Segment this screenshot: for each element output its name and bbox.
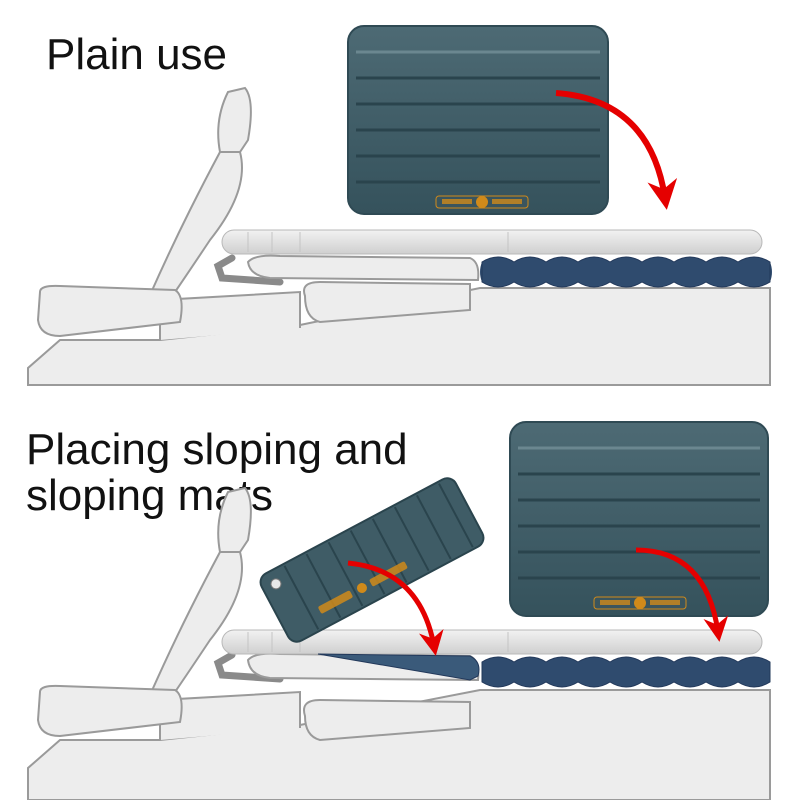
red-curved-arrow-icon: [555, 90, 678, 210]
air-valve-icon: [270, 578, 282, 590]
folded-seat-cushion: [246, 254, 480, 282]
inflatable-mattress: [347, 25, 609, 215]
bottom-air-mat: [481, 656, 771, 688]
car-seat-outline-icon: [36, 86, 252, 338]
rear-seat-lower: [303, 698, 471, 742]
red-curved-arrow-icon: [347, 560, 444, 656]
car-seat-outline-icon: [36, 486, 252, 738]
mattress-logo: [634, 597, 646, 609]
scene-plain-use: [27, 25, 772, 386]
placed-sloping-mat: [317, 653, 480, 681]
seat-lever: [213, 254, 284, 286]
sloping-mat: [259, 477, 485, 643]
rear-seat-lower: [303, 280, 471, 324]
red-curved-arrow-icon: [635, 547, 729, 642]
mattress-logo: [476, 196, 488, 208]
inflatable-mattress: [509, 421, 769, 617]
caption-plain-use: Plain use: [46, 30, 228, 79]
inflatable-rail: [221, 229, 763, 255]
inflatable-rail: [221, 629, 763, 655]
bottom-air-mat: [480, 256, 772, 288]
caption-line-1: Placing sloping and: [26, 425, 408, 474]
scene-sloping-mats: [27, 421, 771, 800]
seat-lever: [213, 651, 284, 683]
